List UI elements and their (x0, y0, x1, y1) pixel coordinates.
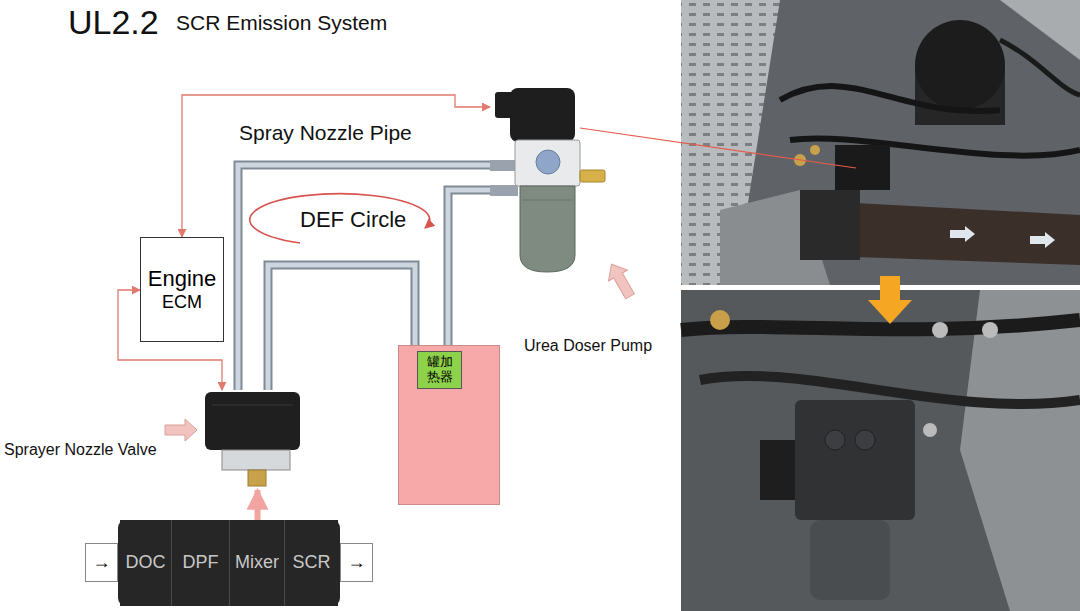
title: UL2.2 (68, 2, 159, 43)
pump-unit: Urea Doser Pump (490, 85, 595, 280)
exhaust-segment: DPF (172, 520, 230, 606)
exhaust-segment: DOC (120, 520, 172, 606)
orange-arrow (868, 276, 912, 324)
flow-arrow-box: → (340, 543, 373, 582)
exhaust-segment: SCR (285, 520, 338, 606)
node-text: Urea Doser Pump (522, 336, 654, 355)
spray-arrow (257, 490, 258, 520)
connector-path (238, 165, 490, 390)
connector-path (268, 265, 415, 390)
node-text: SCR (292, 552, 330, 574)
photo-top (681, 0, 1080, 285)
connector-path (448, 190, 490, 345)
valve-drawing (205, 392, 300, 486)
node-text: ECM (162, 292, 202, 314)
node-text: → (348, 552, 366, 574)
connector-path (448, 190, 490, 345)
node-text: Mixer (235, 552, 279, 574)
flow-arrow-box: → (85, 543, 118, 582)
node-text: 罐加热器 (427, 355, 453, 385)
connector-path (268, 265, 415, 390)
node-text: → (93, 552, 111, 574)
pipe-label: Spray Nozzle Pipe (237, 120, 414, 145)
def-tank: 罐加热器 (398, 345, 500, 505)
pump-drawing (490, 88, 605, 272)
photo-bottom (681, 290, 1080, 611)
supply-pipe (448, 190, 490, 345)
dosing-pipe (238, 165, 490, 390)
tank-heater: 罐加热器 (417, 351, 462, 389)
connector-path (255, 490, 261, 520)
node-text: Sprayer Nozzle Valve (2, 440, 159, 459)
exhaust-segment: Mixer (230, 520, 285, 606)
node-text: DPF (183, 552, 219, 574)
subtitle: SCR Emission System (174, 10, 389, 35)
node-text: DOC (126, 552, 166, 574)
leader-line (580, 128, 856, 168)
exhaust-pipe (118, 520, 340, 606)
nozzle-valve: Sprayer Nozzle Valve (200, 390, 305, 490)
node-text: Engine (148, 266, 217, 292)
return-pipe (268, 265, 415, 390)
pointer-arrow (165, 419, 197, 441)
pointer-arrow (602, 259, 640, 302)
ecm-box: EngineECM (140, 237, 224, 342)
loop-label: DEF Circle (298, 207, 408, 233)
def-circle-arc (250, 194, 430, 243)
connector-path (238, 165, 490, 390)
